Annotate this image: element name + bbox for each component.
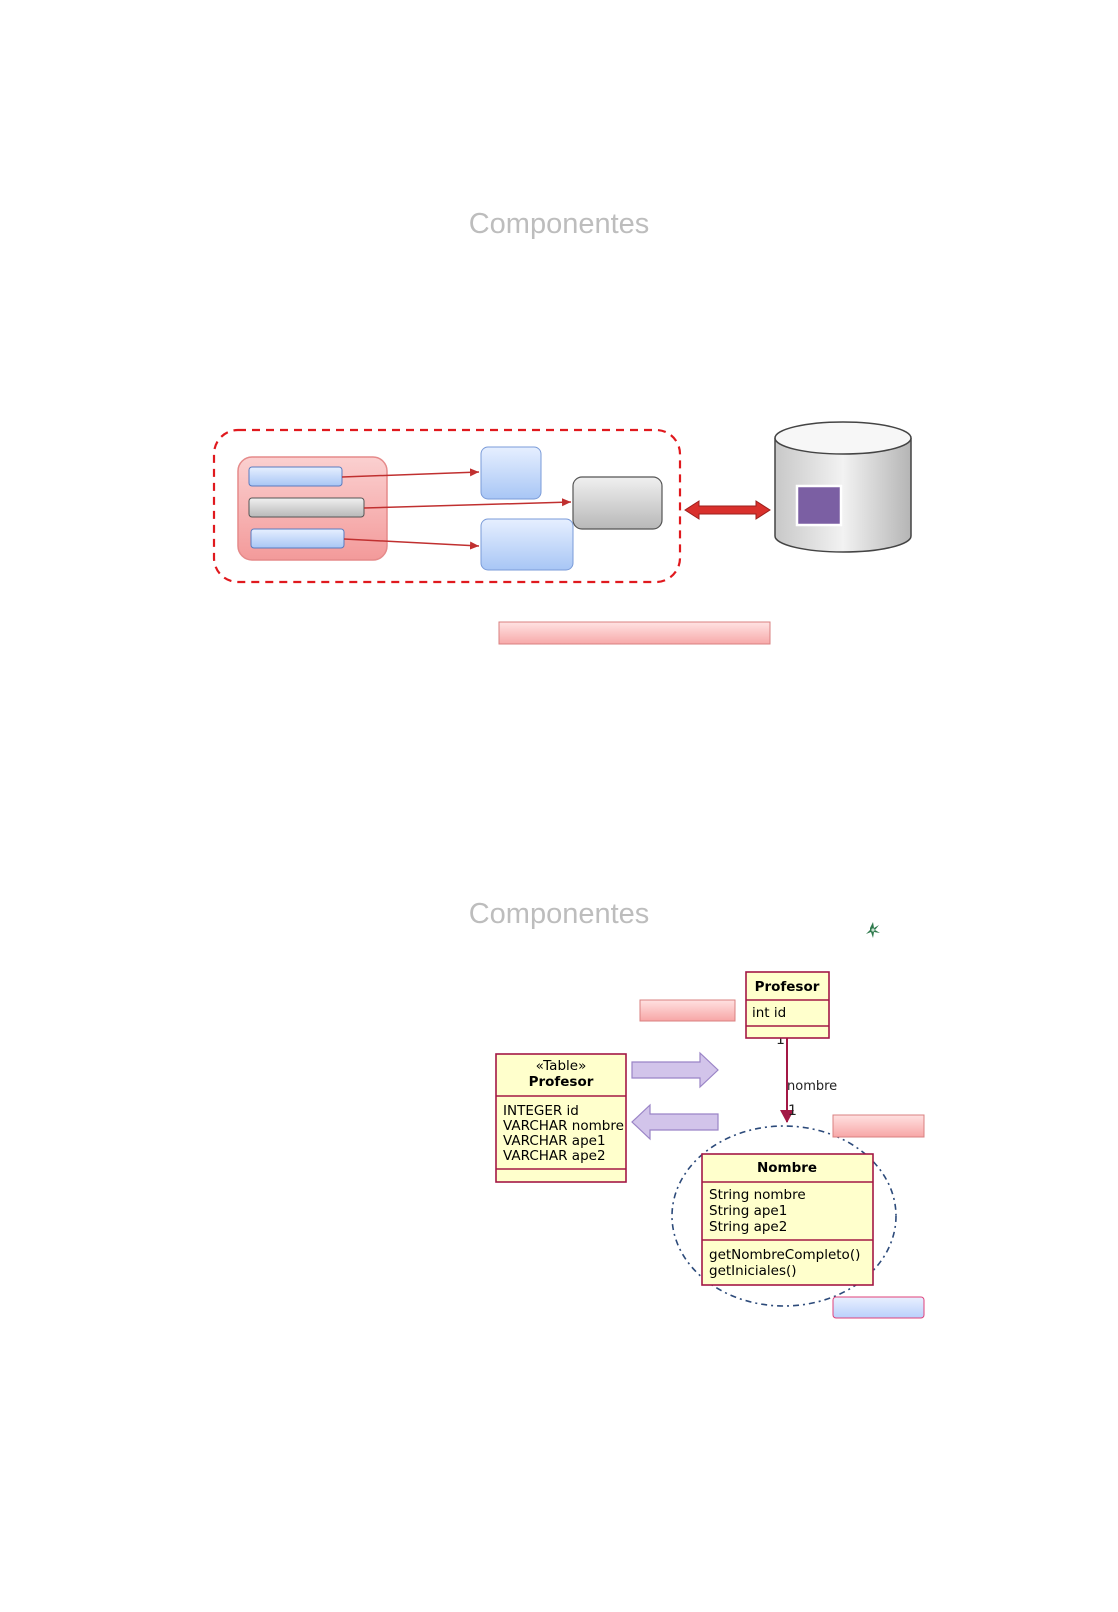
arrow-left-lavender	[631, 1103, 719, 1141]
entity-profesor-name: Profesor	[755, 979, 820, 995]
table-profesor-box: «Table» Profesor INTEGER id VARCHAR nomb…	[495, 1053, 627, 1183]
embeddable-attr: String nombre	[709, 1187, 806, 1203]
database-cylinder	[774, 421, 912, 553]
embeddable-attr: String ape2	[709, 1219, 787, 1235]
embeddable-method: getIniciales()	[709, 1263, 797, 1279]
pink-label-right	[832, 1114, 925, 1138]
blue-bar-top	[248, 466, 343, 487]
blue-box-bottom	[480, 518, 574, 571]
dashdot-highlight-circle	[671, 1125, 897, 1307]
gray-bar-middle	[248, 497, 365, 518]
blue-box-top	[480, 446, 542, 500]
architecture-diagram	[212, 421, 912, 645]
dashed-container	[212, 428, 682, 584]
gray-box	[572, 476, 663, 530]
slide-2: Componentes 1 nombre 1	[0, 800, 1118, 1612]
target-multiplicity: 1	[788, 1103, 797, 1119]
slide-title: Componentes	[468, 208, 650, 240]
pink-label-left	[639, 999, 736, 1022]
table-column: VARCHAR ape1	[503, 1133, 606, 1149]
embeddable-nombre-name: Nombre	[757, 1160, 817, 1176]
purple-square	[795, 484, 843, 527]
double-arrow	[684, 500, 771, 520]
blue-label-bar	[832, 1296, 925, 1319]
table-column: VARCHAR nombre	[503, 1118, 624, 1134]
arrow-right-lavender	[631, 1051, 719, 1089]
pink-label-bar	[498, 621, 771, 645]
uml-diagram: 1 nombre 1 Profesor int id «Table» Profe…	[495, 922, 925, 1319]
entity-profesor-box: Profesor int id	[745, 971, 830, 1039]
embeddable-method: getNombreCompleto()	[709, 1247, 860, 1263]
table-stereotype: «Table»	[536, 1058, 587, 1074]
table-profesor-name: Profesor	[529, 1074, 594, 1090]
embeddable-nombre-box: Nombre String nombre String ape1 String …	[701, 1153, 874, 1286]
arrow-to-blue-top	[341, 468, 480, 478]
sparkle-icon	[866, 922, 880, 938]
embeddable-attr: String ape1	[709, 1203, 787, 1219]
slide-1: Componentes	[0, 0, 1118, 800]
table-column: VARCHAR ape2	[503, 1148, 606, 1164]
table-column: INTEGER id	[503, 1103, 579, 1119]
blue-bar-bottom	[250, 528, 345, 549]
arrow-to-blue-bottom	[343, 538, 480, 550]
entity-profesor-attr: int id	[752, 1005, 786, 1021]
association-role: nombre	[787, 1079, 837, 1094]
slide-title: Componentes	[468, 898, 650, 930]
source-multiplicity: 1	[776, 1032, 785, 1048]
arrow-to-gray	[363, 498, 572, 509]
